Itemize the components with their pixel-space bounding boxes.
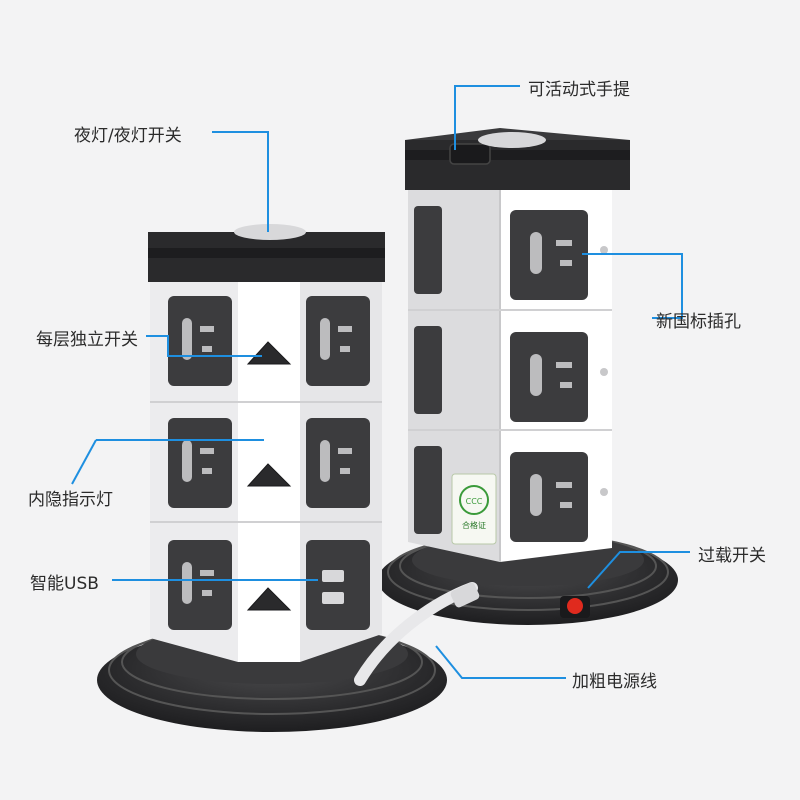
handle-icon [449,143,491,165]
socket [168,418,232,508]
usb-port-icon [322,592,344,604]
certificate-sticker: CCC 合格证 [451,473,497,545]
front-tower [97,224,447,732]
callout-smart-usb: 智能USB [30,574,99,594]
socket [306,418,370,508]
layer-switch-icon [246,341,292,365]
usb-port-icon [322,570,344,582]
socket [168,296,232,386]
rear-socket-column [510,210,608,542]
socket [168,540,232,630]
cert-mark: CCC [466,497,483,506]
night-light-icon [234,224,306,240]
callout-new-standard-socket: 新国标插孔 [656,312,741,332]
night-light-icon [478,132,546,148]
socket [510,332,588,422]
layer-switch-icon [246,463,292,487]
socket [306,296,370,386]
usb-module [306,540,370,630]
socket [414,446,442,534]
callout-movable-handle: 可活动式手提 [528,80,630,100]
callout-hidden-indicator: 内隐指示灯 [28,490,113,510]
callout-lines [71,85,690,679]
overload-button-icon [567,598,583,614]
socket [414,206,442,294]
cert-label: 合格证 [462,520,486,530]
callout-overload-switch: 过载开关 [698,546,766,566]
callout-thick-power-cord: 加粗电源线 [572,672,657,692]
socket [510,210,588,300]
callout-per-layer-switch: 每层独立开关 [36,330,138,350]
rear-tower: CCC 合格证 [378,128,678,625]
layer-switch-icon [246,587,292,611]
callout-night-light-switch: 夜灯/夜灯开关 [74,126,182,146]
socket [510,452,588,542]
socket [414,326,442,414]
